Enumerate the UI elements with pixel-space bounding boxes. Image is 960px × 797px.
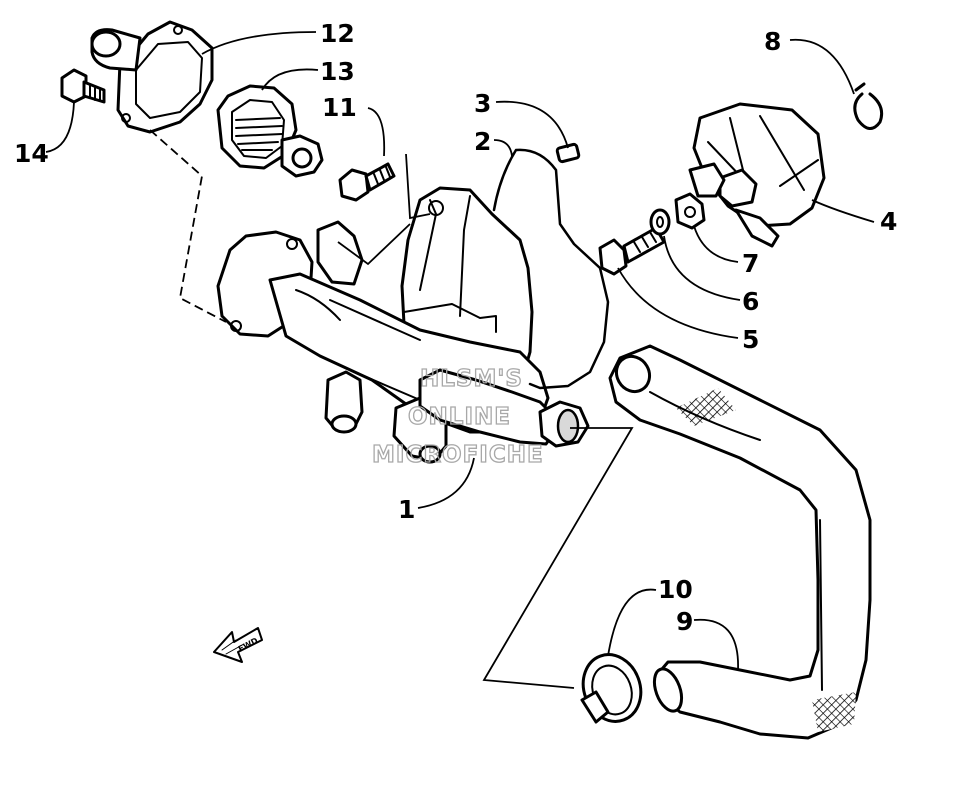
water-pump-housing-part-1 <box>216 186 590 464</box>
label-part-12: 12 <box>320 19 355 48</box>
bolt-part-14 <box>60 68 106 104</box>
label-part-11: 11 <box>322 93 357 122</box>
bolt-part-11 <box>338 162 396 202</box>
washer-part-6 <box>649 208 671 236</box>
watermark-line-1: HLSM'S <box>420 366 523 392</box>
nut-part-7 <box>674 192 706 230</box>
label-part-10: 10 <box>658 575 693 604</box>
forward-arrow-icon: FWD <box>213 627 263 663</box>
thermostat-cover-part-12 <box>90 20 214 134</box>
watermark-line-2: ONLINE <box>408 404 511 430</box>
gasket-part-2 <box>492 148 610 390</box>
callout-labels: 12 13 11 14 3 2 8 4 7 6 5 1 10 9 <box>14 19 897 636</box>
radiator-hose-part-9 <box>608 344 872 740</box>
label-part-2: 2 <box>474 127 491 156</box>
label-part-7: 7 <box>742 249 759 278</box>
watermark-line-3: MICROFICHE <box>372 442 544 468</box>
assembly-lines <box>149 129 634 689</box>
dowel-pin-part-3 <box>555 142 581 164</box>
leader-lines <box>45 31 875 671</box>
label-part-9: 9 <box>676 607 693 636</box>
label-part-5: 5 <box>742 325 759 354</box>
label-part-4: 4 <box>880 207 897 236</box>
label-part-14: 14 <box>14 139 49 168</box>
bolt-part-5 <box>598 226 666 276</box>
label-part-6: 6 <box>742 287 759 316</box>
hose-clamp-part-10 <box>580 653 643 724</box>
circlip-part-8 <box>853 82 884 130</box>
label-part-1: 1 <box>398 495 415 524</box>
label-part-13: 13 <box>320 57 355 86</box>
impeller-part-4 <box>688 102 826 248</box>
label-part-8: 8 <box>764 27 781 56</box>
thermostat-part-13 <box>216 84 324 178</box>
label-part-3: 3 <box>474 89 491 118</box>
watermark: HLSM'S ONLINE MICROFICHE <box>371 365 544 468</box>
